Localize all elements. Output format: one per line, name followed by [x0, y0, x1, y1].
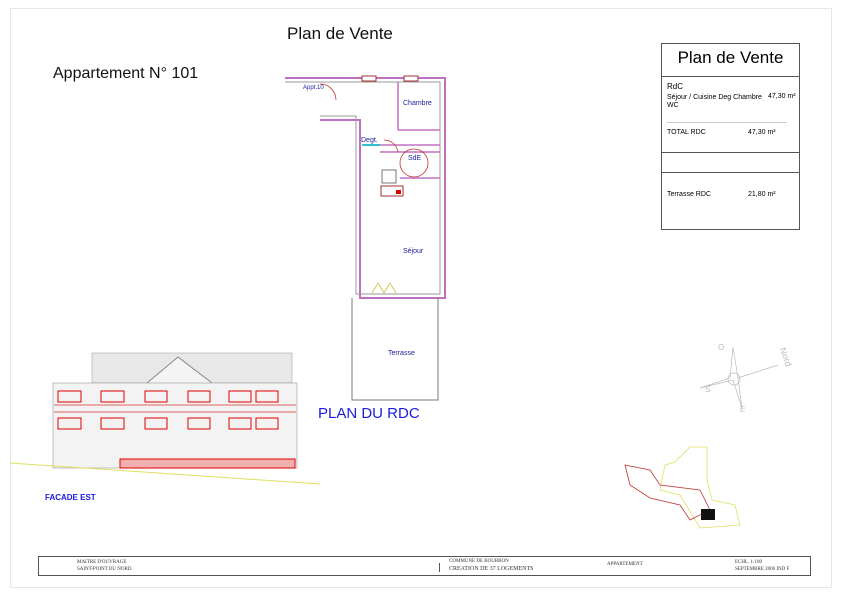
room-sde: SdE: [408, 155, 422, 162]
page-title: Plan de Vente: [287, 24, 393, 43]
rdc-section: RdC Séjour / Cuisine Deg Chambre WC 47,3…: [662, 77, 799, 153]
room-degt: Degt.: [361, 137, 378, 144]
total-label: TOTAL RDC: [667, 129, 706, 136]
footer-left-1: MAITRE D'OUVRAGE: [77, 560, 127, 565]
room-terrasse: Terrasse: [388, 350, 415, 357]
room-sejour: Séjour: [403, 248, 424, 255]
compass-east: E: [740, 405, 746, 414]
floor-plan: [285, 75, 446, 401]
apartment-title: Appartement N° 101: [53, 65, 199, 82]
page-border: [10, 8, 832, 588]
site-plan: [624, 446, 741, 529]
footer-doc-type: APPARTEMENT: [607, 562, 643, 567]
compass-south: S: [705, 385, 711, 394]
footer-right-2: SEPTEMBRE 2006 IND F: [735, 567, 790, 572]
terrace-area: 21,80 m²: [748, 191, 776, 198]
sale-box-title: Plan de Vente: [662, 44, 799, 77]
compass-west: O: [718, 343, 725, 352]
room-chambre: Chambre: [403, 100, 432, 107]
room-appt: Appt.10: [303, 85, 324, 91]
compass-rose: [699, 346, 779, 409]
total-area: 47,30 m²: [748, 129, 776, 136]
facade-title: FACADE EST: [45, 493, 96, 502]
sale-summary-box: Plan de Vente RdC Séjour / Cuisine Deg C…: [661, 43, 800, 230]
rooms-line1: Séjour / Cuisine Deg Chambre: [667, 94, 762, 101]
blank-section: [662, 153, 799, 173]
rooms-area: 47,30 m²: [768, 93, 796, 100]
level-label: RdC: [667, 82, 684, 91]
terrace-label: Terrasse RDC: [667, 191, 711, 198]
facade-drawing: [9, 352, 321, 485]
footer-project-2: CREATION DE 37 LOGEMENTS: [449, 566, 534, 572]
footer-project-1: COMMUNE DE BOURBON: [449, 559, 509, 564]
plan-title: PLAN DU RDC: [318, 405, 420, 422]
footer-right-1: ECHL. 1:100: [735, 560, 762, 565]
title-block: MAITRE D'OUVRAGE SAINT-POINT DU NORD COM…: [38, 556, 811, 576]
footer-left-2: SAINT-POINT DU NORD: [77, 567, 132, 572]
rooms-line2: WC: [667, 102, 679, 109]
